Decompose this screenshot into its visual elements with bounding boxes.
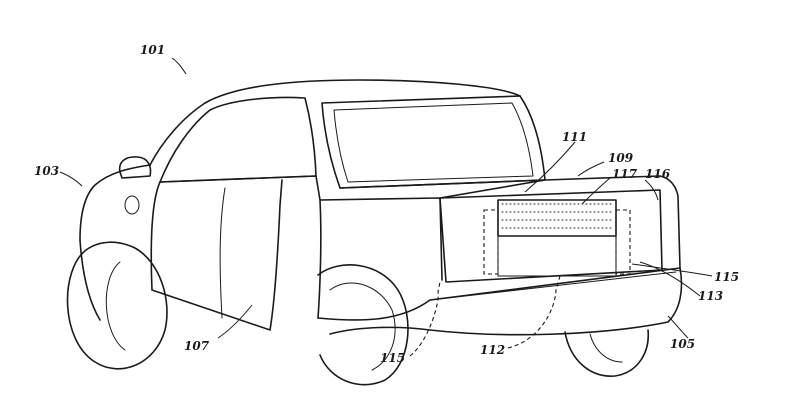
leader-101 (171, 57, 187, 75)
fuel-cap (124, 195, 140, 215)
truck-body (79, 79, 683, 336)
bumper-upper-edge (429, 271, 677, 301)
leader-115-left (409, 281, 441, 357)
leader-115-right (631, 263, 713, 277)
rear-wheel-left (317, 264, 409, 386)
storage-texture (501, 203, 613, 229)
rear-bumper (317, 267, 683, 336)
door-seam (219, 187, 226, 319)
leader-lines (59, 57, 713, 357)
hidden-member-left-outline (483, 209, 499, 275)
label-vehicle: 101 (140, 43, 165, 57)
leader-105 (667, 315, 689, 339)
cab-side (159, 175, 322, 319)
storage-compartment (497, 199, 617, 237)
door-outline (150, 179, 283, 331)
front-fender (79, 239, 101, 321)
bed-front-wall (319, 197, 443, 281)
wheels (66, 241, 650, 386)
label-rear-end: 105 (670, 337, 695, 351)
leader-117 (581, 177, 611, 205)
leader-116 (644, 179, 659, 201)
bed-inner-rail (439, 179, 546, 199)
label-rear-panel: 112 (480, 343, 505, 357)
rear-wheel-right-inner (589, 333, 623, 363)
label-door: 107 (184, 339, 210, 353)
bed-top-rail (339, 175, 681, 269)
leader-109 (577, 161, 605, 177)
leader-111 (524, 141, 576, 193)
front-wheel (66, 241, 168, 370)
leader-112 (507, 275, 561, 349)
label-front-end: 103 (34, 164, 59, 178)
front-wheel-inner (105, 261, 126, 351)
side-window (159, 96, 317, 183)
rear-window-frame (321, 95, 546, 189)
label-hidden-member-right: 115 (714, 270, 739, 284)
roof-line (204, 79, 521, 104)
storage-door (497, 235, 617, 277)
rear-wheel-right (564, 329, 650, 377)
reference-numerals: 101 103 105 107 109 111 112 113 115 115 … (34, 43, 739, 365)
leader-107 (217, 304, 253, 339)
a-pillar (149, 102, 206, 166)
label-bumper-edge: 113 (698, 289, 723, 303)
label-storage-panel: 117 (612, 167, 638, 181)
hood-line (79, 164, 151, 241)
side-mirror (118, 156, 152, 179)
leader-103 (59, 171, 83, 187)
rear-wheel-left-inner (329, 282, 396, 371)
label-hidden-member-left: 115 (380, 351, 405, 365)
hidden-member-right-outline (615, 209, 631, 275)
label-cargo-bed: 111 (562, 130, 587, 144)
label-tailgate-region: 109 (608, 151, 634, 165)
label-tail-panel: 116 (645, 167, 671, 181)
leader-113 (639, 261, 701, 297)
rear-window-glass (333, 102, 534, 183)
